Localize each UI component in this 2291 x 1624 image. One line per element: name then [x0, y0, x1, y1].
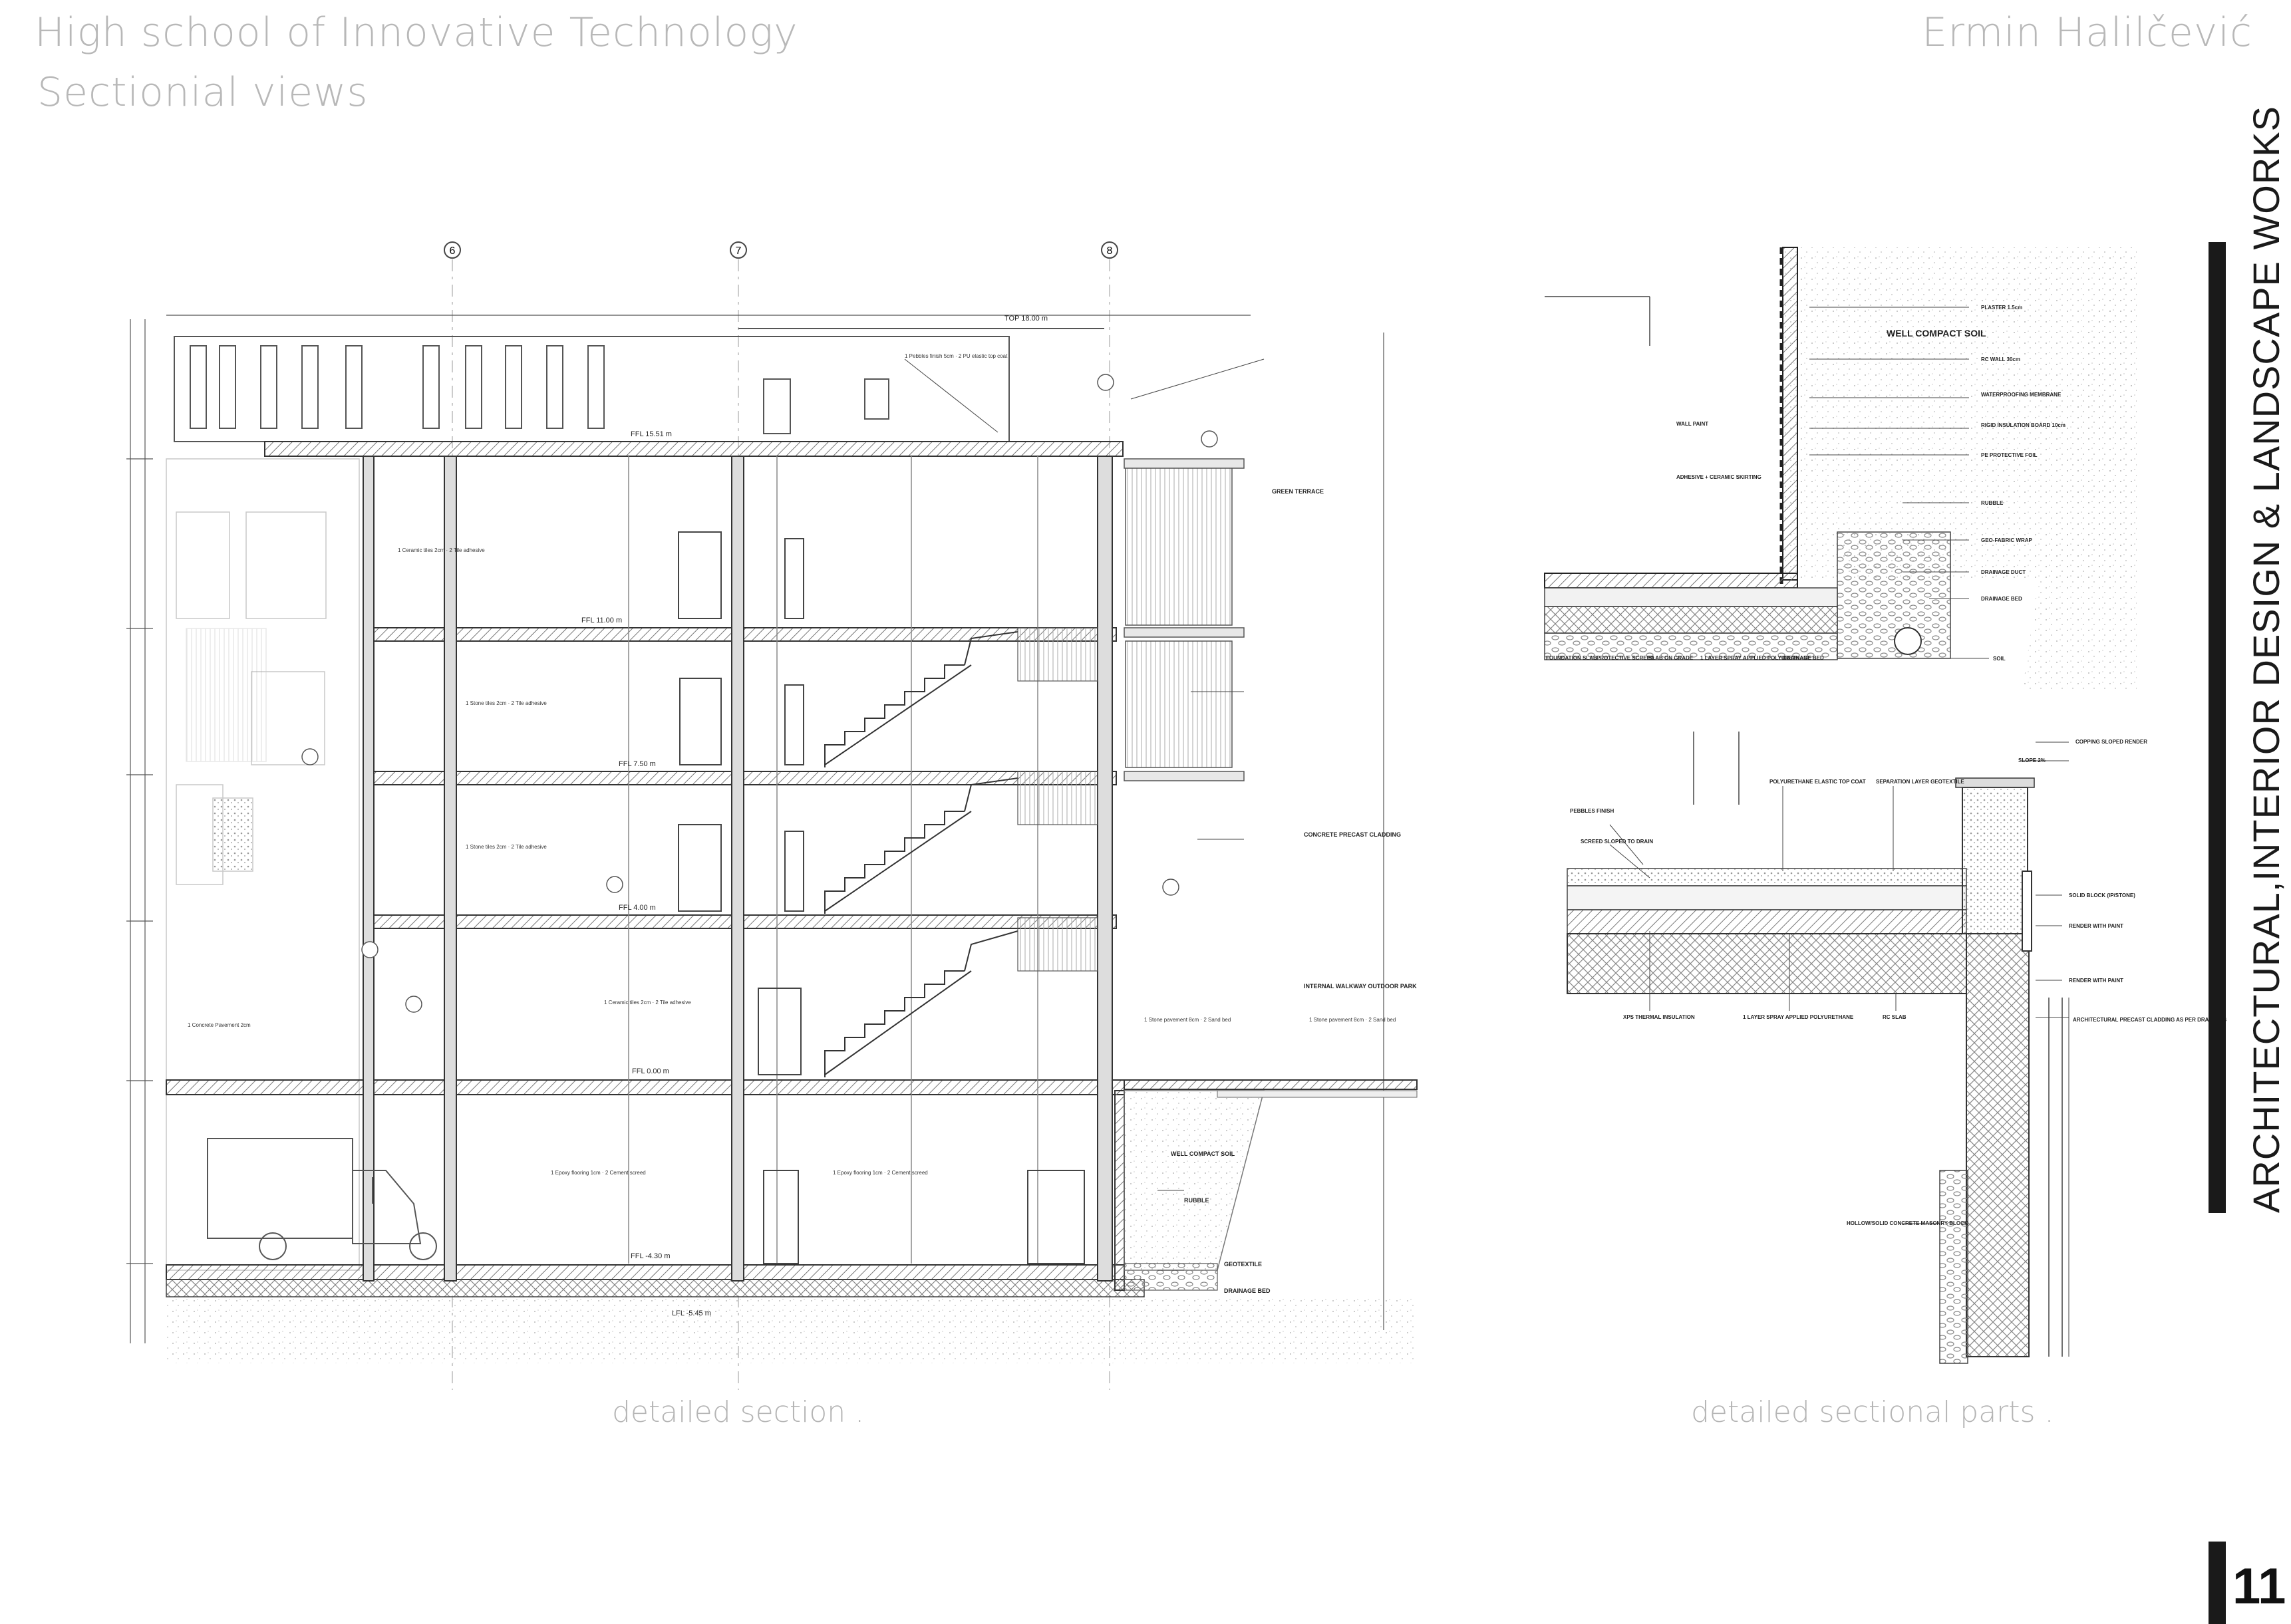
svg-text:1 Epoxy flooring 1cm · 2 Cemen: 1 Epoxy flooring 1cm · 2 Cement screed — [833, 1170, 928, 1176]
ground-soil — [166, 1297, 1417, 1363]
svg-text:1 Ceramic tiles 2cm · 2 Tile a: 1 Ceramic tiles 2cm · 2 Tile adhesive — [398, 547, 485, 553]
note-soil: WELL COMPACT SOIL — [1171, 1150, 1235, 1157]
outdoor-paving — [1217, 1090, 1418, 1098]
grid-markers — [444, 241, 1118, 259]
level-basement: FFL -4.30 m — [631, 1252, 671, 1260]
facade-louvres — [1124, 458, 1245, 781]
truck-icon — [207, 1138, 437, 1260]
level-3: FFL 11.00 m — [581, 616, 622, 624]
interior-partitions — [628, 456, 1038, 1264]
svg-text:1 Pebbles finish 5cm · 2 PU el: 1 Pebbles finish 5cm · 2 PU elastic top … — [905, 353, 1008, 359]
doors — [678, 531, 1085, 1264]
note-rubble: RUBBLE — [1184, 1197, 1209, 1204]
svg-text:1 Stone tiles 2cm · 2 Tile adh: 1 Stone tiles 2cm · 2 Tile adhesive — [466, 844, 547, 850]
note-geotextile: GEOTEXTILE — [1224, 1261, 1262, 1268]
parapet-elevation — [174, 328, 1104, 442]
leader-lines — [904, 358, 1265, 1271]
level-ground: FFL 0.00 m — [632, 1067, 669, 1075]
grid-label-7: 7 — [736, 245, 742, 257]
stair-flights — [824, 631, 1018, 1077]
school-title: High school of Innovative Technology — [35, 9, 798, 56]
section-callouts — [301, 374, 1218, 1013]
svg-text:1 Epoxy flooring 1cm · 2 Cemen: 1 Epoxy flooring 1cm · 2 Cement screed — [551, 1170, 646, 1176]
backfill-wedge — [1124, 1090, 1265, 1271]
spec-notes: 1 Pebbles finish 5cm · 2 PU elastic top … — [188, 353, 1396, 1176]
foundation-slab — [166, 1279, 1145, 1297]
level-2: FFL 7.50 m — [619, 760, 656, 768]
author-name: Ermin Halilčević — [1922, 9, 2252, 56]
page-number: 11 — [2232, 1558, 2286, 1615]
svg-text:1 Stone tiles 2cm · 2 Tile adh: 1 Stone tiles 2cm · 2 Tile adhesive — [466, 700, 547, 706]
side-accent-bar — [2209, 242, 2226, 1213]
note-green-terrace: GREEN TERRACE — [1272, 488, 1324, 495]
level-top: TOP 18.00 m — [1004, 315, 1048, 323]
background-elevation — [166, 458, 360, 1271]
level-1: FFL 4.00 m — [619, 904, 656, 912]
side-title: ARCHITECTURAL,INTERIOR DESIGN & LANDSCAP… — [2245, 105, 2287, 1213]
svg-text:1 Ceramic tiles 2cm · 2 Tile a: 1 Ceramic tiles 2cm · 2 Tile adhesive — [604, 1000, 691, 1006]
svg-text:1 Concrete Pavement 2cm: 1 Concrete Pavement 2cm — [188, 1022, 251, 1028]
caption-detailed-parts: detailed sectional parts . — [1691, 1395, 2054, 1429]
svg-text:1 Stone pavement 8cm · 2 Sand: 1 Stone pavement 8cm · 2 Sand bed — [1144, 1017, 1231, 1023]
drainage-gravel — [1124, 1263, 1218, 1291]
grid-label-8: 8 — [1107, 245, 1113, 257]
note-walkway: INTERNAL WALKWAY OUTDOOR PARK — [1304, 983, 1417, 990]
grid-label-6: 6 — [450, 245, 456, 257]
structure-columns — [363, 456, 1125, 1291]
page-number-bar — [2209, 1542, 2226, 1624]
level-roof: FFL 15.51 m — [631, 430, 672, 438]
level-labels: TOP 18.00 m FFL 15.51 m FFL 11.00 m FFL … — [581, 315, 1048, 1317]
section-notes: WELL COMPACT SOIL RUBBLE GEOTEXTILE DRAI… — [1171, 488, 1417, 1294]
dimension-chains — [126, 315, 1384, 1343]
stair-railings — [1017, 627, 1098, 972]
level-lowest: LFL -5.45 m — [672, 1309, 711, 1317]
page-subtitle: Sectionial views — [37, 69, 369, 116]
caption-detailed-section: detailed section . — [612, 1395, 865, 1429]
note-cladding: CONCRETE PRECAST CLADDING — [1304, 831, 1401, 838]
svg-text:1 Stone pavement 8cm · 2 Sand: 1 Stone pavement 8cm · 2 Sand bed — [1309, 1017, 1396, 1023]
note-drainage: DRAINAGE BED — [1224, 1287, 1271, 1294]
